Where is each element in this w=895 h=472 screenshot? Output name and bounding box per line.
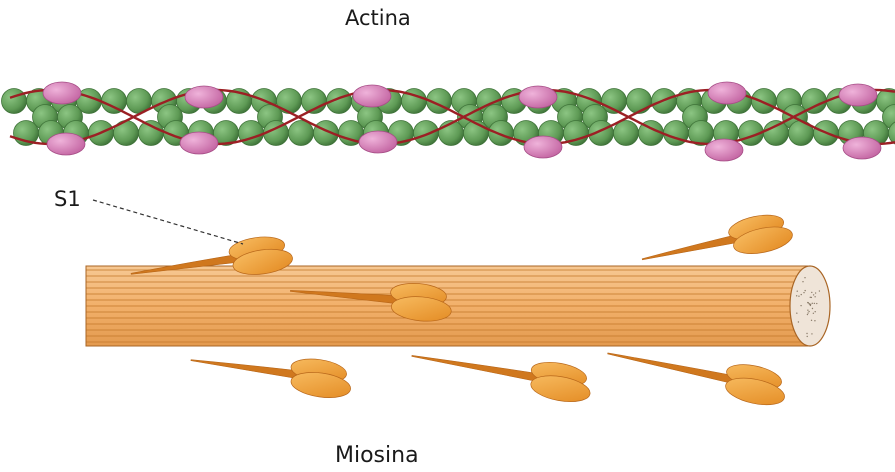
troponin-complex — [180, 132, 218, 154]
rod-end-texture — [814, 320, 815, 321]
actin-monomer — [489, 121, 514, 146]
actin-monomer — [414, 121, 439, 146]
s1-head — [409, 338, 595, 406]
rod-end-texture — [812, 308, 813, 309]
rod-end-texture — [807, 314, 808, 315]
s1-neck — [607, 349, 736, 384]
rod-end-texture — [798, 296, 799, 297]
rod-end-texture — [806, 333, 807, 334]
actin-monomer — [2, 89, 27, 114]
rod-end-texture — [816, 303, 817, 304]
rod-end-texture — [814, 296, 815, 297]
rod-end-texture — [813, 313, 814, 314]
troponin-complex — [708, 82, 746, 104]
troponin-complex — [43, 82, 81, 104]
troponin-complex — [359, 131, 397, 153]
troponin-complex — [185, 86, 223, 108]
rod-end-texture — [801, 294, 802, 295]
s1-neck — [641, 234, 740, 263]
rod-end-texture — [811, 297, 812, 298]
rod-end-texture — [814, 311, 815, 312]
troponin-complex — [843, 137, 881, 159]
rod-end-texture — [796, 295, 797, 296]
rod-end-texture — [800, 305, 801, 306]
rod-end-texture — [807, 312, 808, 313]
actin-monomer — [289, 121, 314, 146]
troponin-complex — [524, 136, 562, 158]
s1-head — [188, 342, 354, 401]
troponin-complex — [47, 133, 85, 155]
actin-monomer — [764, 121, 789, 146]
rod-end-texture — [804, 277, 805, 278]
rod-end-texture — [807, 309, 808, 310]
troponin-complex — [519, 86, 557, 108]
rod-end-texture — [796, 312, 797, 313]
s1-leader-line — [93, 200, 243, 244]
rod-end-texture — [808, 311, 809, 312]
rod-end-texture — [798, 321, 799, 322]
myosin-filament — [86, 210, 830, 410]
rod-end-texture — [797, 291, 798, 292]
actin-monomer — [102, 89, 127, 114]
actin-monomer — [614, 121, 639, 146]
rod-end-texture — [812, 303, 813, 304]
rod-end-texture — [807, 336, 808, 337]
troponin-complex — [705, 139, 743, 161]
rod-end-texture — [802, 281, 803, 282]
rod-end-texture — [811, 292, 812, 293]
rod-end-texture — [807, 302, 808, 303]
myosin-label: Miosina — [335, 443, 419, 468]
actin-label: Actina — [345, 6, 411, 30]
rod-end-texture — [811, 333, 812, 334]
s1-neck — [411, 351, 540, 381]
troponin-complex — [353, 85, 391, 107]
actin-monomer — [752, 89, 777, 114]
actin-monomer — [627, 89, 652, 114]
rod-end-texture — [803, 292, 804, 293]
rod-end-texture — [813, 294, 814, 295]
rod-end-texture — [815, 292, 816, 293]
actin-monomer — [139, 121, 164, 146]
s1-neck — [191, 356, 301, 379]
actin-filament — [2, 82, 895, 161]
rod-end-texture — [804, 290, 805, 291]
rod-end-texture — [810, 304, 811, 305]
rod-end-texture — [814, 303, 815, 304]
s1-label: S1 — [54, 187, 81, 211]
troponin-complex — [839, 84, 877, 106]
rod-end-texture — [819, 290, 820, 291]
rod-end-texture — [811, 320, 812, 321]
